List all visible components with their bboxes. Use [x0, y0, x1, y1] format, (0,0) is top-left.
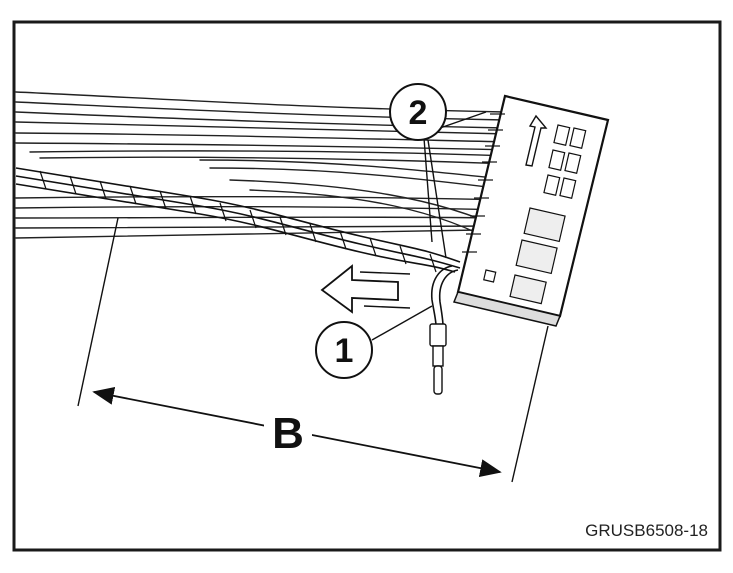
released-terminal-wire — [430, 265, 459, 327]
connector-housing — [452, 94, 610, 327]
callout-leaders — [77, 111, 549, 483]
callout-2: 2 — [389, 83, 447, 141]
dimension-label-bg — [264, 408, 312, 456]
callout-1: 1 — [315, 321, 373, 379]
pull-direction-arrow — [320, 264, 411, 314]
callout-2-circle — [389, 83, 447, 141]
figure-reference-code: GRUSB6508-18 — [585, 521, 708, 540]
twist-marks — [39, 170, 437, 273]
dimension-label-b: B — [272, 409, 304, 458]
callout-2-label: 2 — [409, 94, 428, 132]
callout-1-circle — [315, 321, 373, 379]
callout-1-label: 1 — [335, 332, 354, 370]
